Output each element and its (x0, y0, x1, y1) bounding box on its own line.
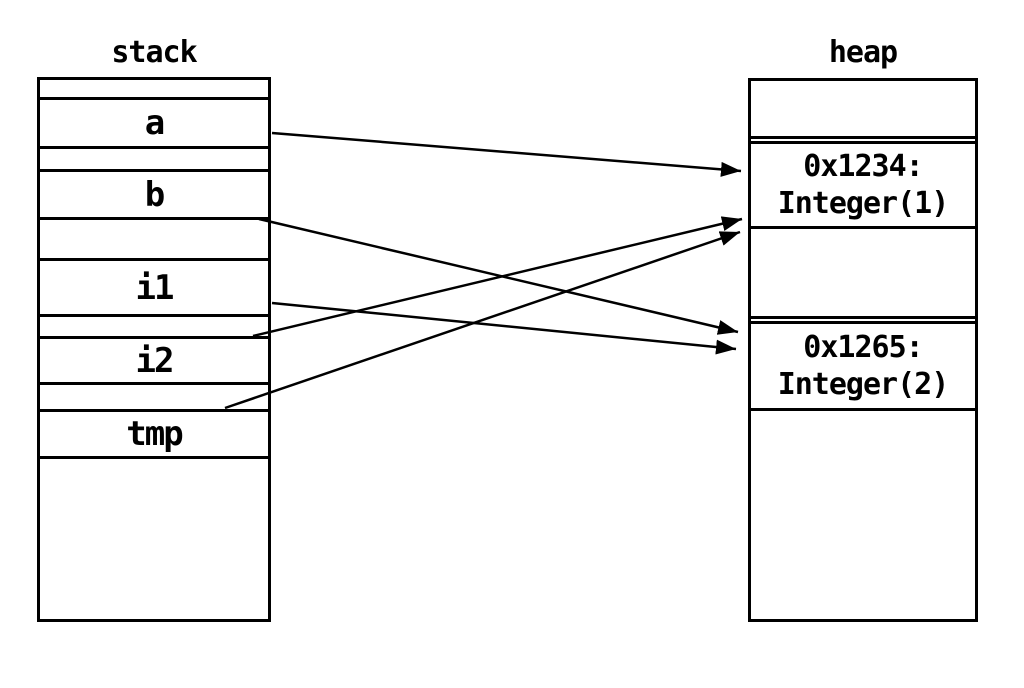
heap-object-integer1-value: Integer(1) (777, 186, 950, 221)
heap-row-empty (751, 81, 975, 139)
stack-row-tmp: tmp (40, 412, 268, 459)
stack-row-i2: i2 (40, 339, 268, 385)
heap-object-integer2-value: Integer(2) (777, 367, 950, 402)
stack-var-a-label: a (144, 103, 166, 143)
arrow-i2-to-integer1 (252, 216, 743, 338)
arrow-b-to-integer2 (258, 217, 739, 335)
stack-row-empty (40, 459, 268, 619)
stack-row-empty (40, 149, 268, 172)
stack-row-empty (40, 317, 268, 339)
stack-row-a: a (40, 100, 268, 149)
stack-var-tmp-label: tmp (126, 414, 183, 454)
stack-title: stack (111, 35, 197, 70)
stack-row-empty (40, 220, 268, 261)
heap-object-integer2: 0x1265: Integer(2) (751, 324, 975, 411)
stack-var-i1-label: i1 (135, 267, 175, 308)
stack-var-b-label: b (144, 174, 166, 215)
heap-object-integer1-address: 0x1234: (803, 149, 923, 184)
heap-object-integer1: 0x1234: Integer(1) (751, 144, 975, 229)
heap-box: 0x1234: Integer(1) 0x1265: Integer(2) (748, 78, 978, 622)
stack-row-b: b (40, 172, 268, 220)
heap-title: heap (828, 35, 898, 70)
stack-row-empty (40, 385, 268, 412)
heap-object-integer2-address: 0x1265: (803, 330, 923, 365)
heap-row-divider (751, 139, 975, 144)
heap-row-divider (751, 319, 975, 324)
heap-row-empty (751, 411, 975, 619)
heap-row-empty (751, 229, 975, 319)
stack-row-i1: i1 (40, 261, 268, 317)
arrow-tmp-to-integer1 (224, 230, 741, 410)
arrow-i1-to-integer2 (271, 301, 737, 355)
stack-box: a b i1 i2 tmp (37, 77, 271, 622)
arrow-a-to-integer1 (271, 131, 742, 177)
stack-var-i2-label: i2 (135, 340, 175, 381)
stack-row-empty (40, 80, 268, 100)
